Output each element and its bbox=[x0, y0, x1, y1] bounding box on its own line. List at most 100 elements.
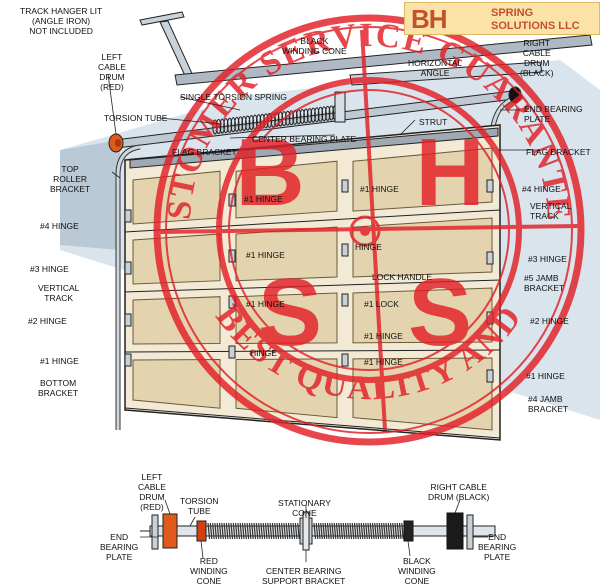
label-track-hanger: TRACK HANGER LIT (ANGLE IRON) NOT INCLUD… bbox=[20, 6, 103, 36]
spring-detail-turn bbox=[365, 522, 368, 540]
bottom-label-end-bearing-plate-left: END BEARING PLATE bbox=[100, 532, 139, 562]
spring-coil-turn bbox=[288, 110, 295, 126]
spring-assembly-detail bbox=[140, 499, 496, 562]
spring-detail-turn bbox=[230, 522, 234, 540]
spring-detail-turn bbox=[251, 522, 254, 540]
label-hinge-inner-2: #1 HINGE bbox=[246, 250, 285, 260]
hinge-icon bbox=[341, 293, 349, 307]
end-bearing-plate-right-detail bbox=[466, 514, 474, 550]
bottom-label-stationary-cone: STATIONARY CONE bbox=[278, 498, 331, 518]
spring-detail-turn bbox=[255, 522, 259, 540]
label-hinge-inner-1: #1 HINGE bbox=[244, 194, 283, 204]
spring-detail-turn bbox=[207, 522, 211, 540]
label-vertical-track-right: VERTICAL TRACK bbox=[530, 201, 572, 221]
spring-detail-turn bbox=[285, 522, 289, 540]
spring-detail-turn bbox=[297, 522, 300, 540]
spring-detail-turn bbox=[221, 522, 224, 540]
label-hinge-inner-3: #1 HINGE bbox=[246, 299, 285, 309]
spring-detail-turn bbox=[376, 522, 380, 540]
spring-coil-turn bbox=[317, 106, 324, 122]
bottom-label-right-cable-drum: RIGHT CABLE DRUM (BLACK) bbox=[428, 482, 490, 502]
spring-detail-turn bbox=[253, 522, 257, 540]
label-center-bearing-plate: CENTER BEARING PLATE bbox=[252, 134, 357, 144]
spring-detail-turn bbox=[353, 522, 357, 540]
spring-detail-turn bbox=[223, 522, 227, 540]
label-lock-handle: LOCK HANDLE bbox=[372, 272, 432, 282]
stamp-letter-h: H bbox=[415, 119, 484, 226]
label-hinge-3-right: #3 HINGE bbox=[528, 254, 567, 264]
spring-detail-turn bbox=[347, 522, 350, 540]
spring-detail-turn bbox=[267, 522, 270, 540]
spring-detail-turn bbox=[383, 522, 386, 540]
spring-detail-turn bbox=[401, 522, 404, 540]
spring-detail-turn bbox=[324, 522, 328, 540]
spring-detail-turn bbox=[367, 522, 371, 540]
spring-detail-turn bbox=[358, 522, 362, 540]
label-hinge-center: HINGE bbox=[355, 242, 382, 252]
strut bbox=[129, 127, 499, 169]
bottom-label-end-bearing-plate-right: END BEARING PLATE bbox=[478, 532, 517, 562]
spring-detail-turn bbox=[209, 522, 213, 540]
spring-detail-turn bbox=[369, 522, 373, 540]
spring-detail-turn bbox=[281, 522, 284, 540]
hinge-icon bbox=[341, 353, 349, 367]
spring-detail-turn bbox=[349, 522, 353, 540]
spring-coil-turn bbox=[325, 105, 331, 121]
panel-seam bbox=[124, 279, 501, 293]
spring-coil-turn bbox=[237, 116, 244, 132]
door-panel bbox=[352, 217, 493, 278]
spring-coil-turn bbox=[241, 115, 247, 131]
wall-shadow bbox=[60, 140, 120, 250]
spring-detail-turn bbox=[218, 522, 222, 540]
hinge-icon bbox=[341, 179, 349, 193]
spring-detail-turn bbox=[292, 522, 296, 540]
end-bearing-plate-left-detail bbox=[151, 514, 159, 550]
label-hinge-2-left: #2 HINGE bbox=[28, 316, 67, 326]
spring-detail-turn bbox=[387, 522, 391, 540]
spring-detail-turn bbox=[333, 522, 337, 540]
spring-detail-turn bbox=[235, 522, 238, 540]
hinge-icon bbox=[124, 209, 132, 223]
spring-coil-turn bbox=[219, 118, 225, 134]
label-hinge-1-center-c: #1 HINGE bbox=[364, 357, 403, 367]
hinge-icon bbox=[486, 369, 494, 383]
label-lock: #1 LOCK bbox=[364, 299, 399, 309]
door-panel bbox=[352, 287, 493, 344]
horizontal-track bbox=[174, 34, 593, 86]
track-hanger bbox=[139, 11, 196, 83]
black-winding-cone-detail bbox=[403, 520, 414, 542]
logo-company-name: SPRING SOLUTIONS LLC bbox=[491, 7, 580, 32]
stamp-letter-s-left: S bbox=[258, 259, 322, 366]
label-hinge-1-left: #1 HINGE bbox=[40, 356, 79, 366]
label-top-roller-bracket: TOP ROLLER BRACKET bbox=[50, 164, 91, 194]
spring-detail-turn bbox=[283, 522, 286, 540]
spring-detail-turn bbox=[335, 522, 339, 540]
spring-coil-turn bbox=[230, 117, 236, 133]
red-winding-cone-detail bbox=[196, 520, 207, 542]
spring-detail-turn bbox=[380, 522, 384, 540]
spring-detail-turn bbox=[331, 522, 335, 540]
label-left-cable-drum: LEFT CABLE DRUM (RED) bbox=[98, 52, 126, 92]
panel-seam bbox=[124, 349, 501, 353]
leader-lines bbox=[107, 73, 540, 179]
spring-detail-turn bbox=[216, 522, 220, 540]
hinge-icon bbox=[124, 261, 132, 275]
hinge-icon bbox=[486, 251, 494, 265]
spring-detail-turn bbox=[313, 522, 317, 540]
hinge-icon bbox=[124, 353, 132, 367]
spring-coil-turn bbox=[314, 107, 320, 123]
label-torsion-tube: TORSION TUBE bbox=[104, 113, 168, 123]
bottom-label-torsion-tube: TORSION TUBE bbox=[180, 496, 219, 516]
door-panel bbox=[235, 160, 338, 219]
spring-detail-turn bbox=[290, 522, 293, 540]
label-hinge-1-right: #1 HINGE bbox=[526, 371, 565, 381]
spring-detail-turn bbox=[371, 522, 375, 540]
spring-detail-turn bbox=[360, 522, 364, 540]
label-flag-bracket-right: FLAG BRACKET bbox=[526, 147, 591, 157]
spring-coil-turn bbox=[310, 107, 316, 123]
label-hinge-4-right: #4 HINGE bbox=[522, 184, 561, 194]
spring-detail-turn bbox=[385, 522, 389, 540]
spring-detail-turn bbox=[342, 522, 346, 540]
label-single-torsion-spring: SINGLE TORSION SPRING bbox=[180, 92, 287, 102]
